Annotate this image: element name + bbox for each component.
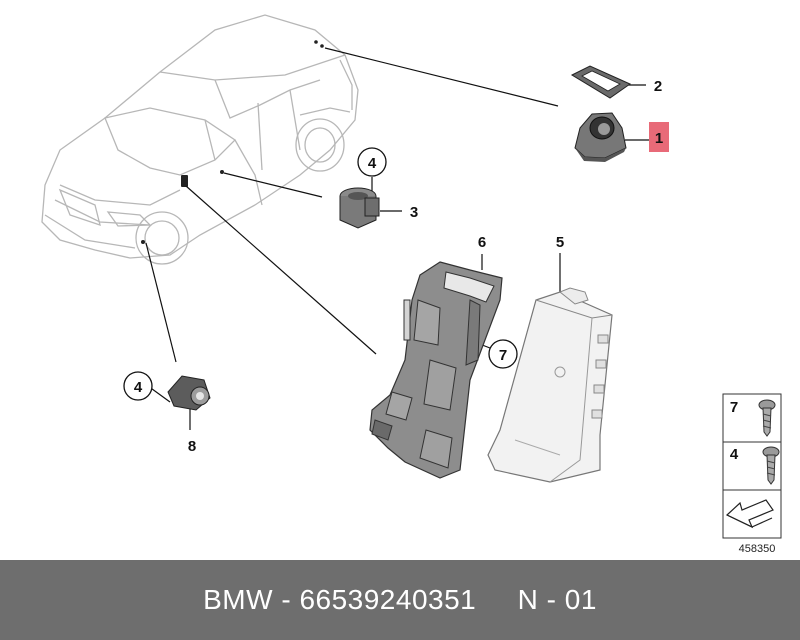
separator: -: [273, 584, 300, 615]
part-number-footer: BMW - 66539240351 N - 01: [0, 560, 800, 640]
callout-circles: [123, 147, 518, 401]
label-part-1: 1: [655, 130, 663, 147]
label-part-2: 2: [654, 78, 662, 95]
screw-7-icon: [758, 399, 776, 437]
part-2-camera-frame: [570, 65, 632, 99]
legend-label-4: 4: [730, 446, 739, 463]
part-6-bracket: [369, 261, 503, 479]
screw-4-icon: [762, 446, 780, 485]
part-3-sensor: [339, 187, 380, 229]
parts-diagram: 1 2 3 4 4 5 6 7 8 7 4 458350: [41, 14, 782, 555]
image-id: 458350: [739, 543, 776, 555]
part-5-control-unit: [487, 287, 613, 483]
brand-name: BMW: [203, 584, 274, 615]
hardware-legend: [722, 393, 782, 539]
car-outline-illustration: [41, 14, 359, 265]
part-8-sensor: [167, 375, 211, 411]
spacer: [476, 584, 517, 616]
label-part-4-top: 4: [368, 155, 377, 172]
sensor-location-markers: [141, 40, 324, 244]
part-1-camera: [574, 112, 627, 162]
label-part-5: 5: [556, 234, 564, 251]
label-part-4-bottom: 4: [134, 379, 143, 396]
label-part-8: 8: [188, 438, 196, 455]
label-part-7: 7: [499, 347, 507, 364]
legend-label-7: 7: [730, 399, 738, 416]
part-1-highlight: [649, 122, 669, 152]
label-part-6: 6: [478, 234, 486, 251]
part-number: 66539240351: [299, 584, 477, 615]
position-code: N - 01: [517, 584, 597, 615]
direction-arrow-icon: [725, 499, 774, 529]
label-part-3: 3: [410, 204, 418, 221]
